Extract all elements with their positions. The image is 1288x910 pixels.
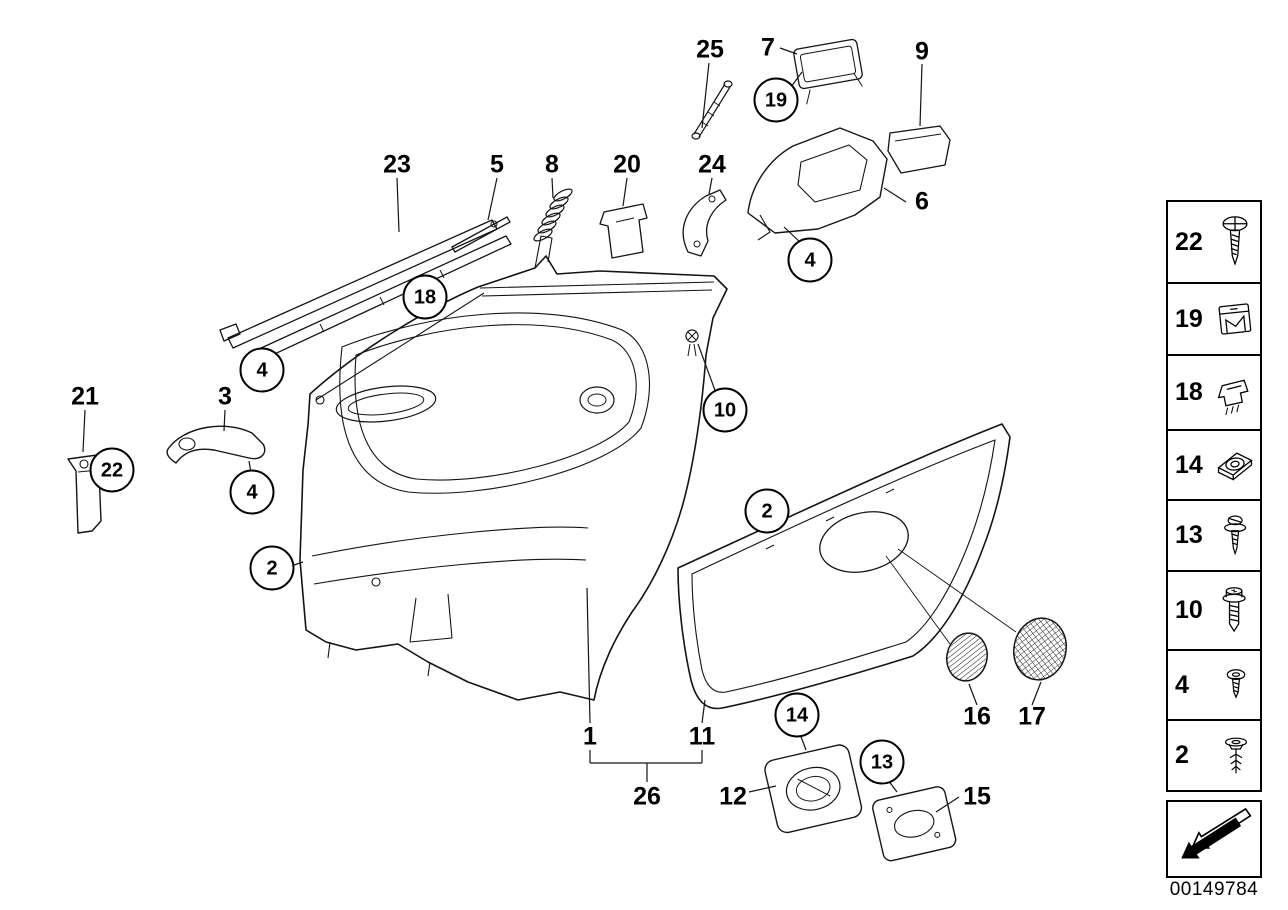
callout-circle-14[interactable]: 14 xyxy=(774,692,820,738)
callout-7[interactable]: 7 xyxy=(761,33,775,62)
legend-item-22[interactable]: 22 xyxy=(1166,200,1262,284)
part-main-trim-panel xyxy=(299,235,728,701)
spring-nut-clip-icon xyxy=(1218,303,1252,335)
callout-5[interactable]: 5 xyxy=(490,150,504,179)
part-rear-trim-panel xyxy=(677,423,1017,710)
legend-item-13[interactable]: 13 xyxy=(1166,499,1262,572)
part-speaker-grille-small xyxy=(946,632,988,682)
pan-head-screw-icon xyxy=(1222,216,1248,266)
callout-circle-19[interactable]: 19 xyxy=(753,77,799,123)
part-handle-3 xyxy=(166,425,266,464)
callout-11[interactable]: 11 xyxy=(688,722,716,751)
callout-15[interactable]: 15 xyxy=(963,782,991,811)
fastener-legend: 22 19 18 xyxy=(1166,200,1262,792)
legend-label-14: 14 xyxy=(1175,450,1203,479)
legend-label-18: 18 xyxy=(1175,378,1203,406)
callout-circle-18[interactable]: 18 xyxy=(402,274,448,320)
part-belt-cover-6 xyxy=(747,127,888,241)
callout-circle-4-strips[interactable]: 4 xyxy=(239,347,285,393)
callout-21[interactable]: 21 xyxy=(71,382,99,411)
part-cover-15 xyxy=(872,786,957,862)
callout-6[interactable]: 6 xyxy=(915,187,929,216)
legend-label-22: 22 xyxy=(1175,227,1203,256)
part-speaker-grille-large xyxy=(1013,617,1067,681)
legend-label-4: 4 xyxy=(1175,670,1189,699)
legend-label-19: 19 xyxy=(1175,304,1203,333)
part-bezel-12 xyxy=(764,744,863,834)
callout-circle-4-handle[interactable]: 4 xyxy=(229,469,275,515)
callout-20[interactable]: 20 xyxy=(613,150,641,179)
callout-circle-2-right[interactable]: 2 xyxy=(744,488,790,534)
callout-9[interactable]: 9 xyxy=(915,37,929,66)
callout-3[interactable]: 3 xyxy=(218,382,232,411)
washer-screw-icon xyxy=(1224,514,1247,555)
legend-label-2: 2 xyxy=(1175,741,1189,769)
callout-circle-2-left[interactable]: 2 xyxy=(249,545,295,591)
part-cover-7 xyxy=(793,38,863,105)
legend-label-10: 10 xyxy=(1175,596,1203,624)
part-spring-8 xyxy=(533,188,573,242)
legend-label-13: 13 xyxy=(1175,521,1203,549)
callout-25[interactable]: 25 xyxy=(696,35,724,64)
callout-24[interactable]: 24 xyxy=(698,150,726,179)
part-bracket-24 xyxy=(682,189,727,257)
direction-arrow-icon xyxy=(1181,808,1252,859)
callout-17[interactable]: 17 xyxy=(1018,702,1046,731)
part-screw-10 xyxy=(685,329,699,357)
legend-item-19[interactable]: 19 xyxy=(1166,282,1262,356)
small-screw-icon xyxy=(1226,669,1246,699)
legend-item-2[interactable]: 2 xyxy=(1166,719,1262,792)
image-id: 00149784 xyxy=(1169,879,1259,900)
retaining-clip-icon xyxy=(1217,378,1249,415)
part-rod-5 xyxy=(451,216,511,253)
legend-item-14[interactable]: 14 xyxy=(1166,429,1262,501)
legend-arrow-box[interactable] xyxy=(1166,800,1262,878)
legend-item-10[interactable]: 10 xyxy=(1166,570,1262,651)
callout-23[interactable]: 23 xyxy=(383,150,411,179)
callout-16[interactable]: 16 xyxy=(963,702,991,731)
callout-26[interactable]: 26 xyxy=(633,782,661,811)
callout-8[interactable]: 8 xyxy=(545,150,559,179)
part-bracket-20 xyxy=(599,203,648,259)
callout-circle-22[interactable]: 22 xyxy=(89,447,135,493)
flanged-screw-icon xyxy=(1222,586,1246,632)
callout-1[interactable]: 1 xyxy=(583,722,597,751)
part-cap-9 xyxy=(887,125,951,174)
legend-item-18[interactable]: 18 xyxy=(1166,354,1262,431)
expansion-rivet-icon xyxy=(1224,737,1248,773)
callout-12[interactable]: 12 xyxy=(719,782,747,811)
leader-lines xyxy=(82,47,1042,813)
callout-circle-4-top[interactable]: 4 xyxy=(787,237,833,283)
part-pin-25 xyxy=(691,80,733,140)
callout-circle-10[interactable]: 10 xyxy=(702,387,748,433)
legend-item-4[interactable]: 4 xyxy=(1166,649,1262,721)
callout-circle-13[interactable]: 13 xyxy=(859,739,905,785)
sheet-metal-nut-icon xyxy=(1217,452,1253,481)
